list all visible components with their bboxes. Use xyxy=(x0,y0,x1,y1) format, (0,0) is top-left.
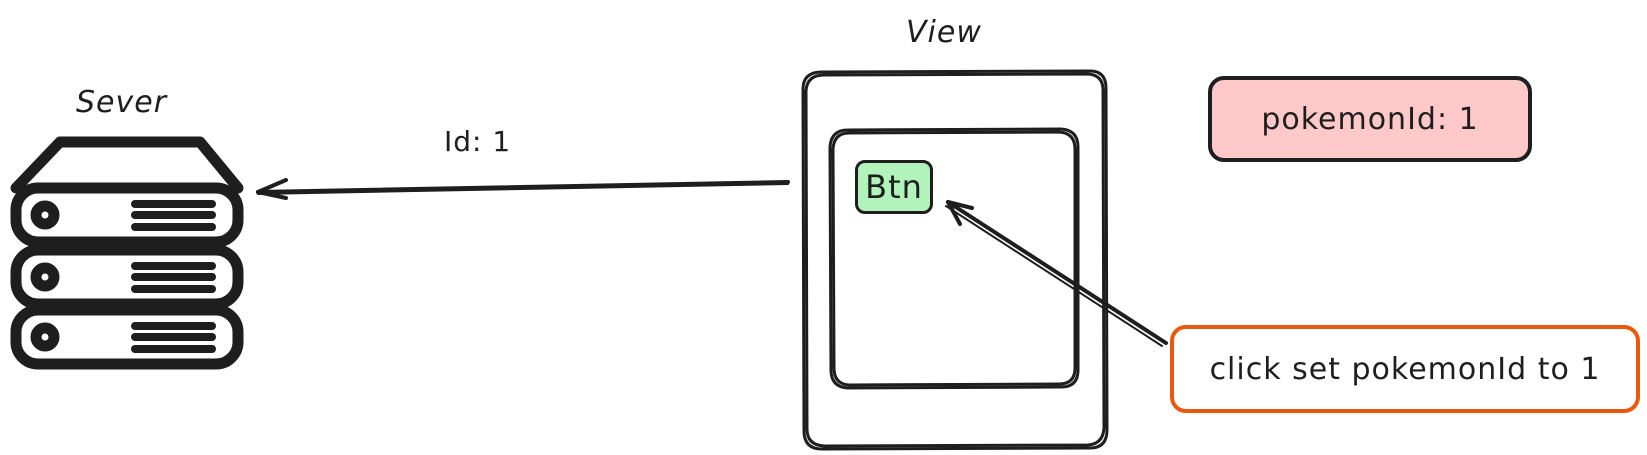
click-note-box: click set pokemonId to 1 xyxy=(1170,325,1640,413)
server-led-3 xyxy=(30,322,60,352)
request-arrowhead-upper xyxy=(256,178,288,194)
request-arrow-label: Id: 1 xyxy=(444,125,512,158)
view-frame xyxy=(801,69,1109,451)
server-led-1 xyxy=(30,200,60,230)
click-note-text: click set pokemonId to 1 xyxy=(1209,351,1601,387)
click-arrow xyxy=(945,200,1168,347)
server-unit-1 xyxy=(10,182,244,248)
click-arrowhead-upper xyxy=(946,200,974,210)
view-inner-container xyxy=(828,127,1080,390)
request-arrowhead-lower xyxy=(256,190,288,200)
request-arrow xyxy=(256,178,790,200)
server-led-2 xyxy=(30,262,60,292)
btn-button-label: Btn xyxy=(865,168,923,206)
click-arrowhead-lower xyxy=(946,200,962,226)
server-unit-2 xyxy=(10,244,244,310)
view-label: View xyxy=(906,15,982,50)
server-top-lid xyxy=(10,136,244,194)
pokemon-id-state-box: pokemonId: 1 xyxy=(1208,76,1532,162)
server-unit-3 xyxy=(10,304,244,370)
server-rack-icon xyxy=(10,136,244,370)
btn-button[interactable]: Btn xyxy=(855,160,933,214)
server-label: Sever xyxy=(76,85,168,120)
pokemon-id-state-text: pokemonId: 1 xyxy=(1261,101,1479,137)
